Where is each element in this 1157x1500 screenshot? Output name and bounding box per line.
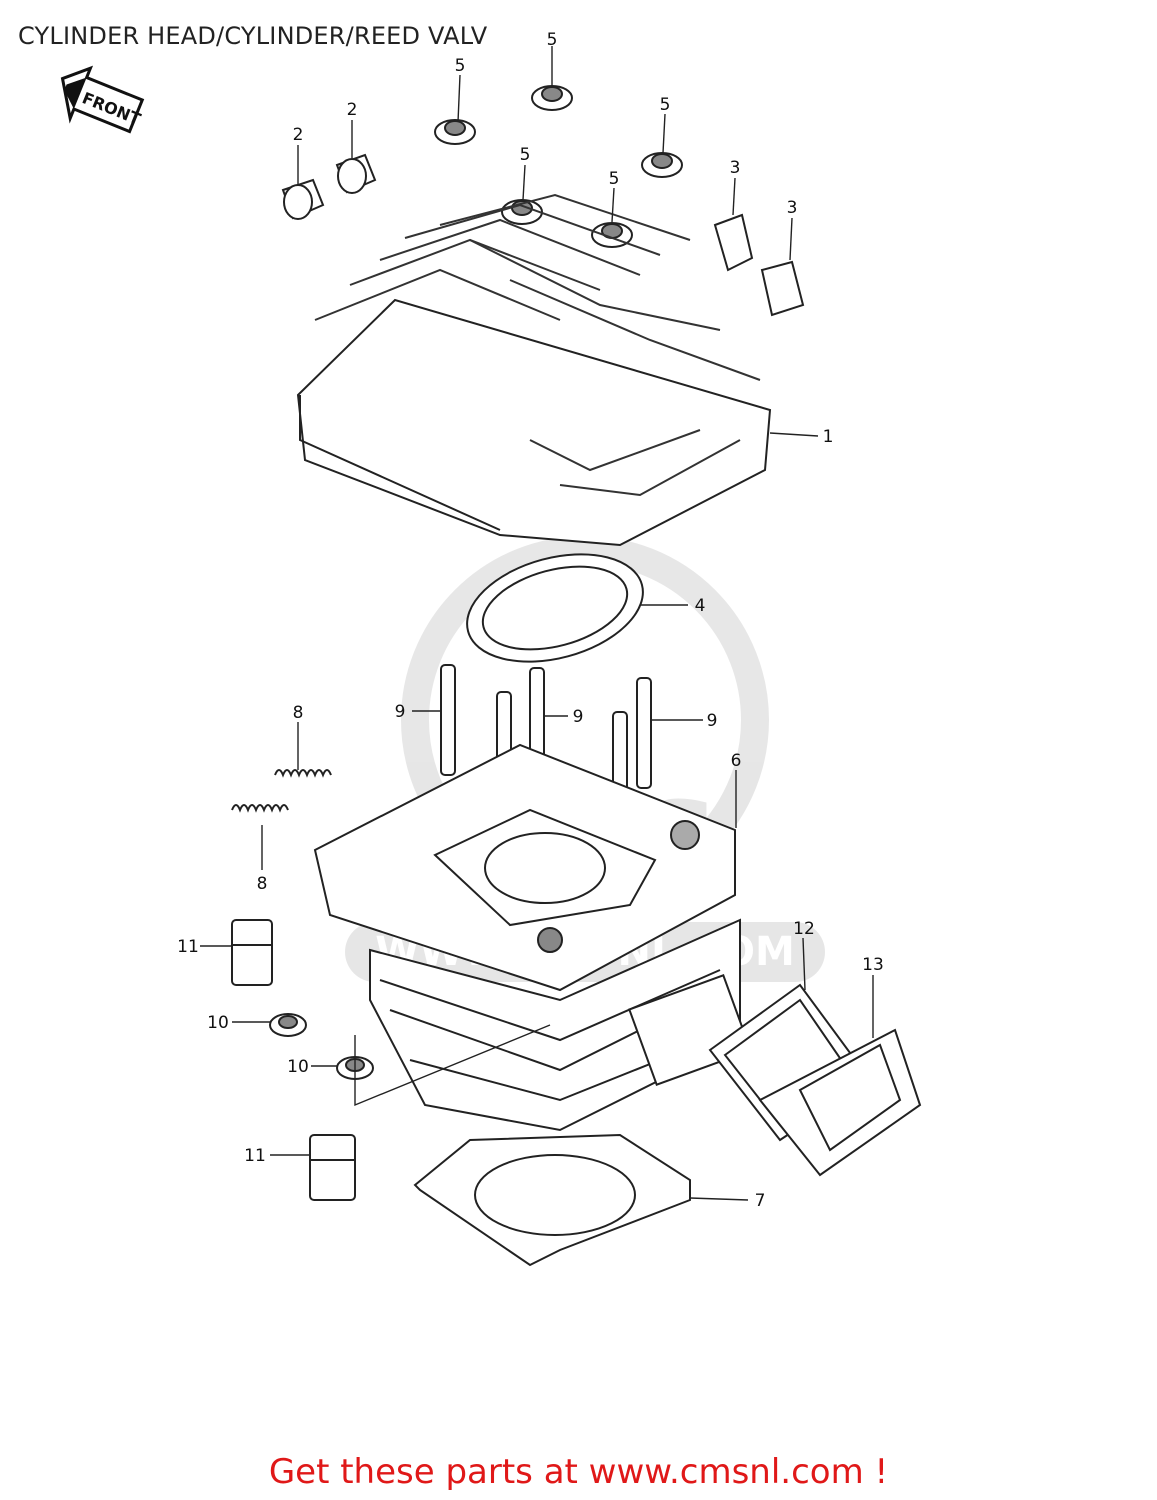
callout-2: 2 xyxy=(347,100,358,120)
callout-11: 11 xyxy=(177,937,199,957)
head-gasket-part xyxy=(466,553,644,663)
callout-labels: 2 2 3 3 5 5 5 5 5 1 4 9 9 9 8 8 6 12 13 … xyxy=(177,30,884,1211)
callout-5: 5 xyxy=(520,145,531,165)
callout-8: 8 xyxy=(257,874,268,894)
callout-2: 2 xyxy=(293,125,304,145)
diagram-title: CYLINDER HEAD/CYLINDER/REED VALV xyxy=(18,22,488,50)
callout-3: 3 xyxy=(730,158,741,178)
callout-1: 1 xyxy=(823,427,834,447)
callout-3: 3 xyxy=(787,198,798,218)
nut-part xyxy=(269,1013,374,1080)
exploded-parts-diagram: CMS WWW.CMSNL.COM FRONT xyxy=(60,30,922,1267)
spring-part xyxy=(231,769,332,813)
front-arrow-icon: FRONT xyxy=(60,65,145,134)
callout-8: 8 xyxy=(293,703,304,723)
callout-6: 6 xyxy=(731,751,742,771)
callout-7: 7 xyxy=(755,1191,766,1211)
callout-5: 5 xyxy=(547,30,558,50)
reed-valve-part xyxy=(708,983,922,1177)
callout-11: 11 xyxy=(244,1146,266,1166)
cylinder-part xyxy=(313,743,752,1132)
cap-nut-part xyxy=(434,85,683,248)
footer-promo-link[interactable]: Get these parts at www.cmsnl.com ! xyxy=(268,1452,889,1492)
callout-12: 12 xyxy=(793,919,815,939)
cylinder-head-part xyxy=(296,193,772,547)
spacer-part xyxy=(281,153,377,220)
callout-10: 10 xyxy=(287,1057,309,1077)
block-part xyxy=(231,919,356,1201)
callout-4: 4 xyxy=(695,596,706,616)
callout-9: 9 xyxy=(573,707,584,727)
base-gasket-part xyxy=(413,1133,691,1267)
callout-9: 9 xyxy=(395,702,406,722)
leader-lines xyxy=(200,46,874,1201)
damper-part xyxy=(713,213,805,317)
callout-5: 5 xyxy=(455,56,466,76)
callout-9: 9 xyxy=(707,711,718,731)
callout-5: 5 xyxy=(660,95,671,115)
callout-13: 13 xyxy=(862,955,884,975)
callout-5: 5 xyxy=(609,169,620,189)
callout-10: 10 xyxy=(207,1013,229,1033)
